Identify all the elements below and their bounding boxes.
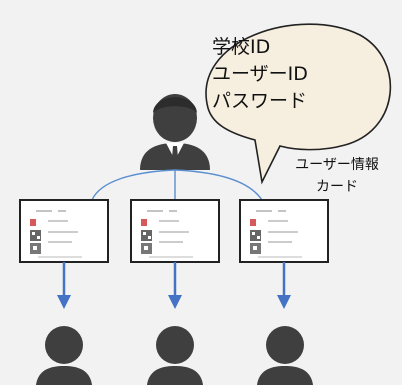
recipient-person-1 — [36, 326, 92, 385]
recipient-person-3 — [257, 326, 313, 385]
bubble-line-password: パスワード — [212, 90, 308, 112]
administrator-icon — [140, 94, 210, 170]
user-info-card-label: ユーザー情報 カード — [282, 154, 392, 198]
user-info-card-2 — [130, 199, 220, 263]
user-info-card-1 — [19, 199, 109, 263]
card-label-line-2: カード — [316, 179, 358, 195]
down-arrow-1 — [57, 262, 71, 309]
recipient-person-2 — [147, 326, 203, 385]
user-info-card-3 — [239, 199, 329, 263]
speech-bubble — [205, 23, 392, 185]
bubble-line-user-id: ユーザーID — [212, 63, 308, 85]
bubble-text: 学校ID ユーザーID パスワード — [212, 34, 382, 115]
down-arrow-3 — [277, 262, 291, 309]
bubble-line-school-id: 学校ID — [212, 36, 271, 58]
card-label-line-1: ユーザー情報 — [295, 157, 379, 173]
distribution-connectors — [91, 169, 263, 201]
down-arrow-2 — [168, 262, 182, 309]
